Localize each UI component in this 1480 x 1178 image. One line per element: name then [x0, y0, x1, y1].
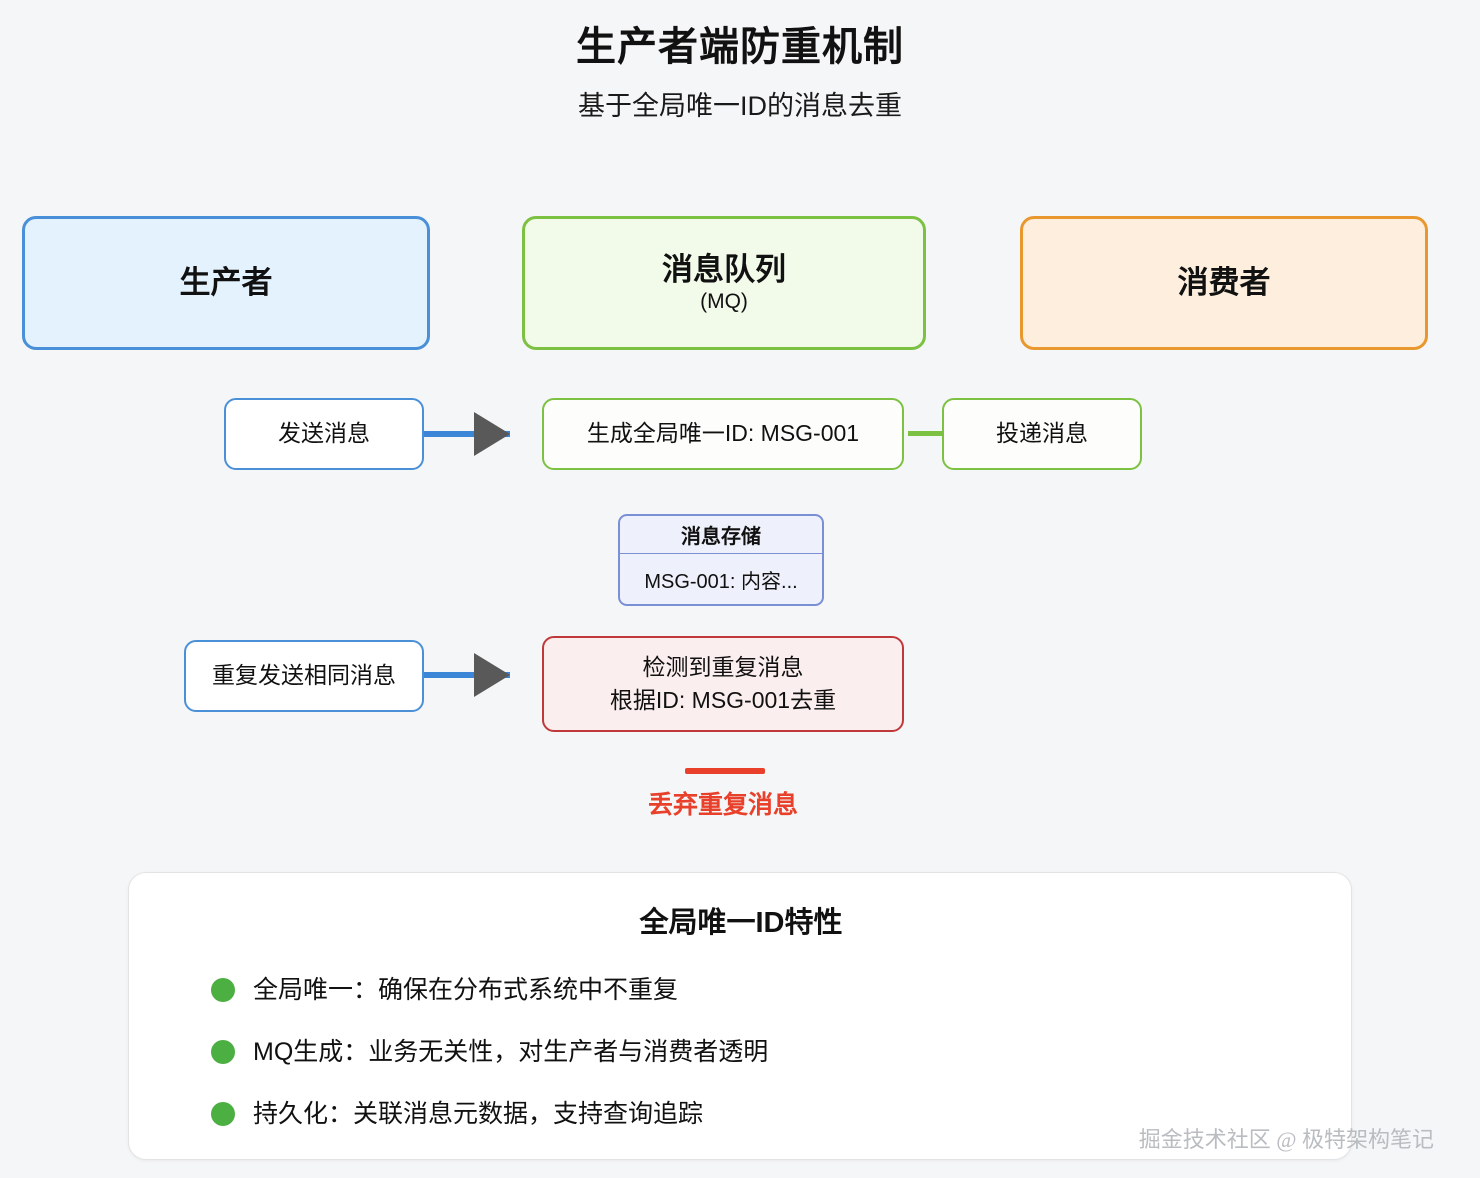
arrowhead-send-to-generate	[474, 412, 510, 456]
node-duplicate-send: 重复发送相同消息	[184, 640, 424, 712]
node-message-storage: 消息存储 MSG-001: 内容...	[618, 514, 824, 606]
list-item: 持久化：关联消息元数据，支持查询追踪	[211, 1083, 1291, 1145]
list-item: MQ生成：业务无关性，对生产者与消费者透明	[211, 1021, 1291, 1083]
node-duplicate-send-label: 重复发送相同消息	[212, 662, 396, 689]
lane-consumer-title: 消费者	[1177, 265, 1271, 301]
connector-duplicate-to-detect	[424, 672, 510, 678]
lane-consumer: 消费者	[1020, 216, 1428, 350]
page-subtitle: 基于全局唯一ID的消息去重	[578, 91, 902, 121]
lane-producer-title: 生产者	[179, 265, 273, 301]
node-send-message: 发送消息	[224, 398, 424, 470]
message-storage-entry: MSG-001: 内容...	[644, 570, 798, 593]
page-title: 生产者端防重机制	[576, 25, 904, 69]
discard-divider	[685, 768, 765, 774]
bullet-icon	[211, 978, 235, 1002]
feature-card-title: 全局唯一ID特性	[639, 907, 843, 939]
bullet-icon	[211, 1102, 235, 1126]
node-detect-duplicate-line1: 检测到重复消息	[642, 653, 804, 680]
lane-message-queue: 消息队列 (MQ)	[522, 216, 926, 350]
node-detect-duplicate: 检测到重复消息 根据ID: MSG-001去重	[542, 636, 904, 732]
list-item: 全局唯一：确保在分布式系统中不重复	[211, 959, 1291, 1021]
connector-generate-to-deliver	[908, 431, 942, 436]
arrowhead-duplicate-to-detect	[474, 653, 510, 697]
lane-producer: 生产者	[22, 216, 430, 350]
node-deliver-message: 投递消息	[942, 398, 1142, 470]
watermark: 掘金技术社区 @ 极特架构笔记	[1138, 1127, 1434, 1152]
feature-card: 全局唯一ID特性 全局唯一：确保在分布式系统中不重复 MQ生成：业务无关性，对生…	[128, 872, 1352, 1160]
feature-item-text: MQ生成：业务无关性，对生产者与消费者透明	[253, 1037, 769, 1066]
feature-item-text: 全局唯一：确保在分布式系统中不重复	[253, 975, 679, 1004]
lane-mq-subtitle: (MQ)	[700, 290, 748, 314]
connector-send-to-generate	[424, 431, 510, 437]
feature-list: 全局唯一：确保在分布式系统中不重复 MQ生成：业务无关性，对生产者与消费者透明 …	[211, 959, 1291, 1145]
bullet-icon	[211, 1040, 235, 1064]
node-detect-duplicate-line2: 根据ID: MSG-001去重	[609, 687, 837, 713]
node-generate-global-id: 生成全局唯一ID: MSG-001	[542, 398, 904, 470]
discard-label: 丢弃重复消息	[647, 791, 798, 819]
feature-item-text: 持久化：关联消息元数据，支持查询追踪	[253, 1099, 704, 1128]
node-deliver-message-label: 投递消息	[996, 420, 1088, 447]
message-storage-header: 消息存储	[620, 516, 822, 554]
node-send-message-label: 发送消息	[278, 420, 370, 447]
node-generate-global-id-label: 生成全局唯一ID: MSG-001	[586, 420, 860, 447]
lane-mq-title: 消息队列	[662, 251, 786, 287]
